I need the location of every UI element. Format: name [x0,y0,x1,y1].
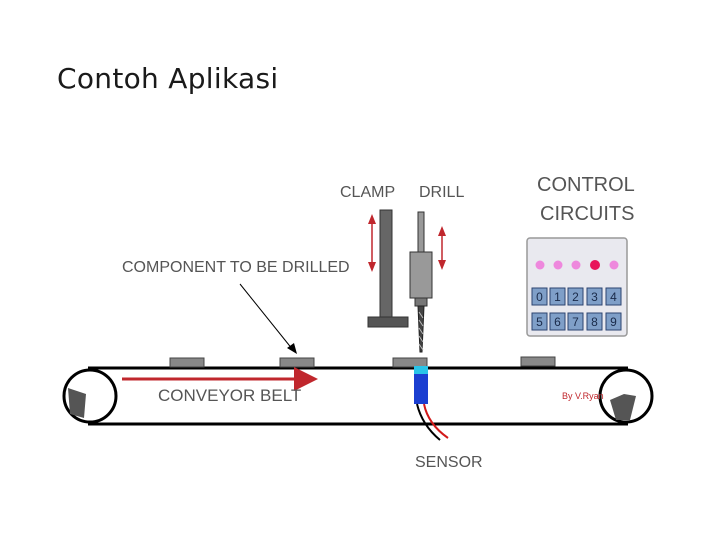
keypad-row-1: 0 1 2 3 4 [531,287,622,306]
clamp-label: CLAMP [340,184,395,201]
component-pointer-arrow [239,283,297,354]
conveyor-belt [62,366,654,426]
sensor [414,366,449,441]
clamp-motion-arrow [368,214,376,272]
credit-label: By V.Ryan [562,391,604,401]
control-panel: 0 1 2 3 4 5 6 7 8 9 [526,237,628,337]
component-block [520,356,556,367]
drill-motion-arrow [438,226,446,270]
component-block [169,357,205,368]
conveyor-label: CONVEYOR BELT [158,386,301,405]
left-roller-wedge [68,388,86,418]
keypad-row-2: 5 6 7 8 9 [531,312,622,331]
keypad-key: 2 [572,290,579,304]
keypad-key: 8 [591,315,598,329]
clamp [367,209,409,328]
led-indicator [535,260,545,270]
control-label-line2: CIRCUITS [540,203,634,225]
slide-title: Contoh Aplikasi [57,62,279,95]
led-indicator [553,260,563,270]
keypad-key: 0 [536,290,543,304]
right-roller-wedge [610,394,636,420]
keypad-key: 4 [610,290,617,304]
drill [409,211,433,353]
keypad-key: 5 [536,315,543,329]
component-label: COMPONENT TO BE DRILLED [122,259,350,276]
component-block [392,357,428,368]
keypad-key: 3 [591,290,598,304]
led-indicator [609,260,619,270]
keypad-key: 7 [572,315,579,329]
drill-label: DRILL [419,184,464,201]
keypad-key: 9 [610,315,617,329]
control-label-line1: CONTROL [537,174,635,196]
led-indicator-active [590,260,600,270]
keypad-key: 6 [554,315,561,329]
keypad-key: 1 [554,290,561,304]
sensor-label: SENSOR [415,454,483,471]
led-indicator [571,260,581,270]
component-block [279,357,315,368]
